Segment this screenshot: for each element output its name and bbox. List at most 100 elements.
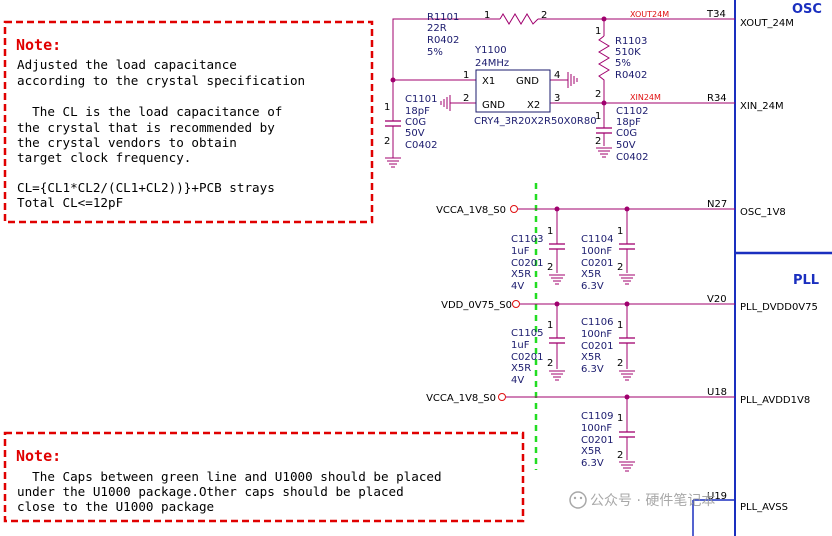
u1000-symbol: OSC PLL: [692, 0, 832, 536]
ground-symbol: [618, 370, 636, 381]
capacitor-c1105[interactable]: C1105 1uF C0201 X5R 4V 1 2: [511, 320, 566, 386]
vcca-1v8-label: VCCA_1V8_S0: [436, 205, 506, 216]
crystal-y1100[interactable]: Y1100 24MHz X1 GND GND X2 1 4 2 3 CRY4_3…: [463, 45, 597, 127]
c1102-package: C0402: [616, 152, 648, 163]
c1101-value: 18pF: [405, 106, 430, 117]
y1100-gnd-left-label: GND: [482, 100, 505, 111]
pin-v20[interactable]: V20 PLL_DVDD0V75: [707, 294, 818, 313]
y1100-pin1: 1: [463, 70, 469, 81]
c1101-voltage: 50V: [405, 128, 425, 139]
y1100-ref: Y1100: [474, 45, 507, 56]
pin-u19[interactable]: U19 PLL_AVSS: [707, 491, 788, 513]
ground-symbol: [548, 274, 566, 285]
y1100-pin2: 2: [463, 93, 469, 104]
pin-v20-ball: V20: [707, 294, 727, 305]
c1106-value: 100nF: [581, 329, 612, 340]
pin-t34-name: XOUT_24M: [740, 18, 794, 29]
r1101-package: R0402: [427, 35, 459, 46]
pin-u19-name: PLL_AVSS: [740, 502, 788, 513]
c1103-ref: C1103: [511, 234, 543, 245]
pin-r34-name: XIN_24M: [740, 101, 784, 112]
top-note-line: the crystal vendors to obtain: [17, 135, 237, 150]
r1101-ref: R1101: [427, 12, 459, 23]
pin-u19-ball: U19: [707, 491, 727, 502]
c1105-package: C0201: [511, 352, 543, 363]
pin-n27[interactable]: N27 OSC_1V8: [707, 199, 786, 218]
c1109-value: 100nF: [581, 423, 612, 434]
capacitor-c1104[interactable]: C1104 100nF C0201 X5R 6.3V 1 2: [581, 226, 636, 292]
top-note-title: Note:: [16, 36, 61, 54]
c1106-pin2: 2: [617, 358, 623, 369]
ground-symbol: [595, 147, 613, 158]
r1101-pin1: 1: [484, 10, 490, 21]
c1106-package: C0201: [581, 341, 613, 352]
c1102-pin2: 2: [595, 136, 601, 147]
r1103-pin1: 1: [595, 26, 601, 37]
c1103-voltage: 4V: [511, 281, 524, 292]
y1100-x2-label: X2: [527, 100, 540, 111]
c1101-package: C0402: [405, 140, 437, 151]
pin-r34[interactable]: R34 XIN_24M: [707, 93, 784, 112]
ground-symbol: [567, 71, 578, 89]
c1105-value: 1uF: [511, 340, 530, 351]
ground-symbol: [440, 94, 451, 112]
y1100-x1-label: X1: [482, 76, 495, 87]
section-pll-label: PLL: [793, 273, 819, 288]
top-note-line: target clock frequency.: [17, 150, 191, 165]
y1100-pin4: 4: [554, 70, 560, 81]
c1104-ref: C1104: [581, 234, 613, 245]
pin-u18-ball: U18: [707, 387, 727, 398]
c1102-voltage: 50V: [616, 140, 636, 151]
bottom-note-line: under the U1000 package.Other caps shoul…: [17, 484, 404, 499]
r1101-pin2: 2: [541, 10, 547, 21]
y1100-part-number: CRY4_3R20X2R50X0R80: [474, 116, 597, 127]
watermark: 公众号 · 硬件笔记本: [569, 491, 715, 509]
c1104-package: C0201: [581, 258, 613, 269]
capacitor-c1106[interactable]: C1106 100nF C0201 X5R 6.3V 1 2: [581, 317, 636, 375]
resistor-r1101[interactable]: R1101 22R R0402 5% 1 2: [427, 10, 547, 58]
c1105-dielectric: X5R: [511, 363, 531, 374]
c1105-voltage: 4V: [511, 375, 524, 386]
power-port-vcca-1v8[interactable]: VCCA_1V8_S0: [436, 205, 518, 216]
c1105-ref: C1105: [511, 328, 543, 339]
capacitor-c1102[interactable]: C1102 18pF C0G 50V C0402 1 2: [595, 106, 648, 163]
watermark-text: 公众号 · 硬件笔记本: [590, 493, 715, 509]
y1100-gnd-right-label: GND: [516, 76, 539, 87]
r1103-ref: R1103: [615, 36, 647, 47]
y1100-pin3: 3: [554, 93, 560, 104]
ground-symbol: [618, 461, 636, 472]
y1100-value: 24MHz: [475, 58, 509, 69]
capacitor-c1103[interactable]: C1103 1uF C0201 X5R 4V 1 2: [511, 226, 566, 292]
c1102-dielectric: C0G: [616, 128, 637, 139]
c1103-pin2: 2: [547, 262, 553, 273]
c1103-pin1: 1: [547, 226, 553, 237]
c1109-dielectric: X5R: [581, 446, 601, 457]
capacitor-c1101[interactable]: C1101 18pF C0G 50V C0402 1 2: [384, 94, 437, 155]
c1104-value: 100nF: [581, 246, 612, 257]
c1105-pin2: 2: [547, 358, 553, 369]
c1103-package: C0201: [511, 258, 543, 269]
c1109-pin1: 1: [617, 413, 623, 424]
top-note-line: CL={CL1*CL2/(CL1+CL2))}+PCB strays: [17, 180, 275, 195]
power-port-vcca-1v8-pll[interactable]: VCCA_1V8_S0: [426, 393, 506, 404]
c1106-pin1: 1: [617, 320, 623, 331]
pin-v20-name: PLL_DVDD0V75: [740, 302, 818, 313]
c1109-package: C0201: [581, 435, 613, 446]
pin-n27-ball: N27: [707, 199, 727, 210]
resistor-r1103[interactable]: R1103 510K 5% R0402 1 2: [595, 26, 647, 100]
capacitor-c1109[interactable]: C1109 100nF C0201 X5R 6.3V 1 2: [581, 411, 636, 469]
r1103-pin2: 2: [595, 89, 601, 100]
bottom-note: Note: The Caps between green line and U1…: [3, 431, 525, 523]
pin-u18[interactable]: U18 PLL_AVDD1V8: [707, 387, 810, 406]
net-label-xout24m: XOUT24M: [630, 10, 669, 19]
pin-t34[interactable]: T34 XOUT_24M: [706, 9, 794, 29]
c1102-value: 18pF: [616, 117, 641, 128]
r1101-value: 22R: [427, 23, 447, 34]
pin-n27-name: OSC_1V8: [740, 207, 786, 218]
r1103-tolerance: 5%: [615, 58, 631, 69]
ground-symbol: [384, 157, 402, 168]
r1101-tolerance: 5%: [427, 47, 443, 58]
c1106-voltage: 6.3V: [581, 364, 604, 375]
power-port-vdd-0v75[interactable]: VDD_0V75_S0: [441, 300, 520, 311]
